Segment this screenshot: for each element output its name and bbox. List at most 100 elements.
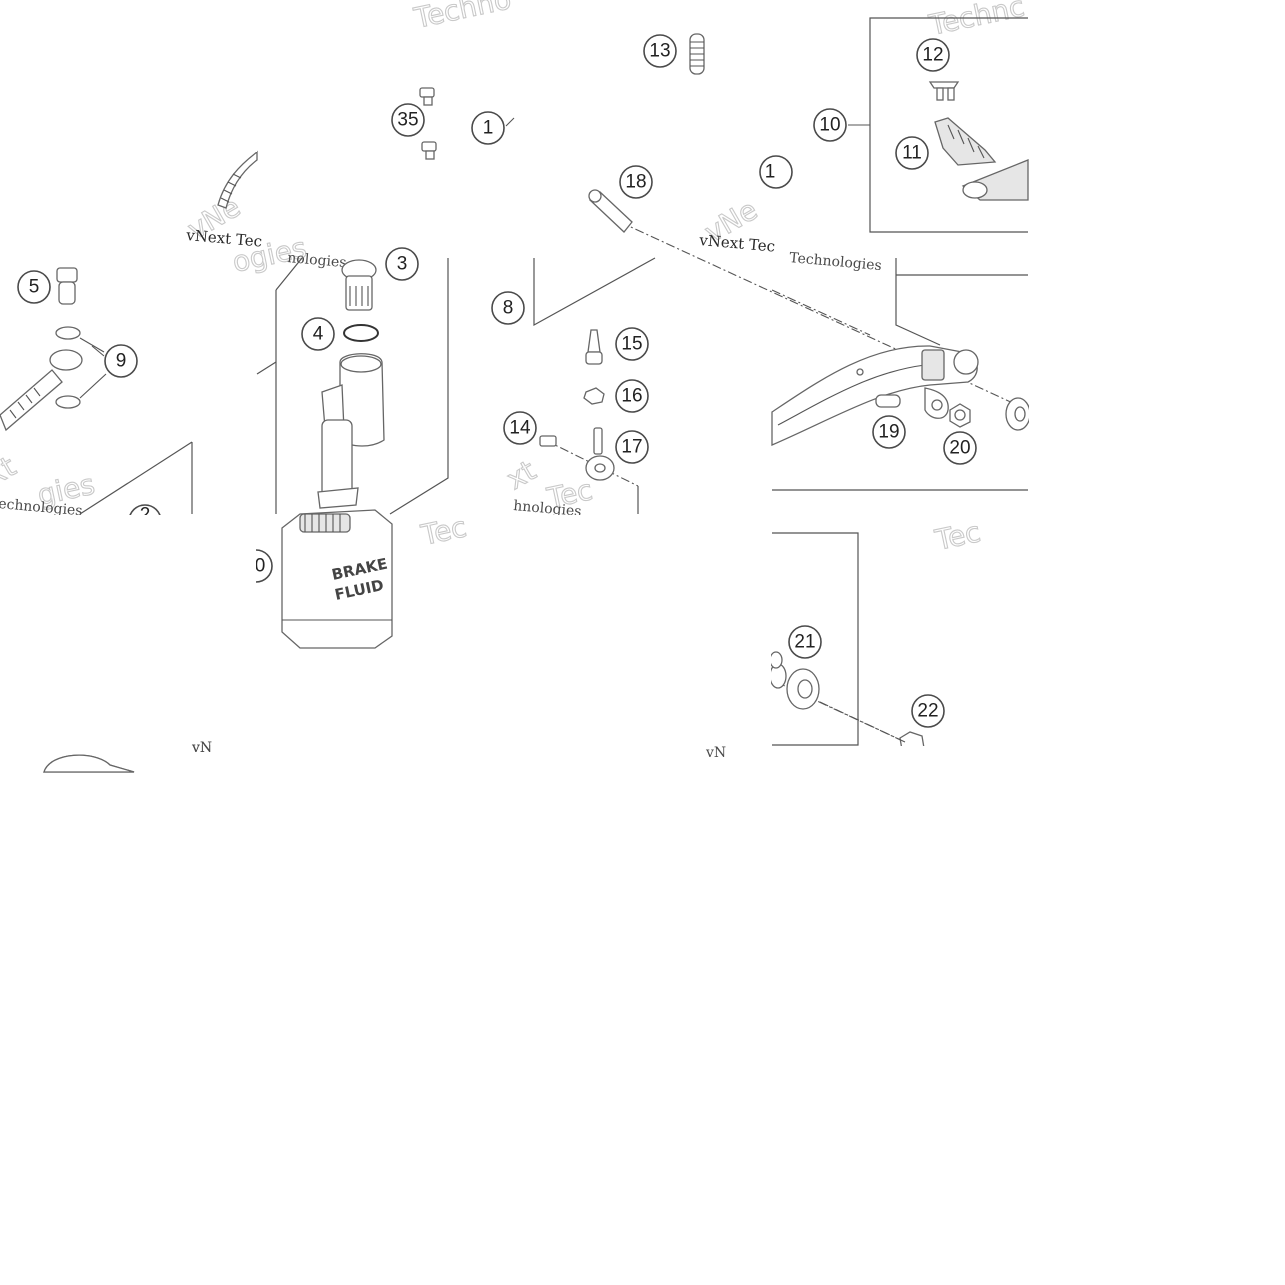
watermark-vn-left-top: vN bbox=[191, 740, 212, 756]
callout-19-label: 19 bbox=[878, 422, 899, 443]
bearing-part-21 bbox=[769, 651, 820, 710]
bleed-screw-part bbox=[585, 329, 603, 365]
mask-mid-right-strip bbox=[772, 746, 1029, 773]
callout-11: 11 bbox=[895, 136, 929, 170]
callout-5: 5 bbox=[17, 270, 51, 304]
watermark-tec-middle: Tec bbox=[418, 510, 470, 552]
callout-12-label: 12 bbox=[922, 45, 943, 66]
callout-8: 8 bbox=[491, 291, 525, 325]
callout-1: 1 bbox=[471, 111, 505, 145]
washer-part-right bbox=[1005, 397, 1031, 431]
pedal-box-left bbox=[533, 257, 656, 327]
callout-4-label: 4 bbox=[313, 324, 324, 345]
mask-top-left bbox=[0, 0, 257, 152]
nut-part-16 bbox=[583, 387, 605, 405]
banjo-bolt-part bbox=[56, 267, 78, 305]
callout-20: 20 bbox=[943, 431, 977, 465]
footpeg-part bbox=[961, 159, 1029, 201]
callout-5-label: 5 bbox=[29, 277, 40, 298]
callout-4: 4 bbox=[301, 317, 335, 351]
leader-9a bbox=[91, 345, 105, 357]
callout-3-label: 3 bbox=[397, 254, 408, 275]
watermark-tec-right: Tec bbox=[932, 515, 984, 557]
callout-3: 3 bbox=[385, 247, 419, 281]
mask-top-left-lower bbox=[0, 152, 180, 252]
callout-12: 12 bbox=[916, 38, 950, 72]
pedal-box-inner bbox=[895, 258, 941, 346]
callout-16: 16 bbox=[615, 379, 649, 413]
nut-part-20 bbox=[949, 403, 971, 428]
mask-mid-left-strip bbox=[256, 746, 513, 773]
leader-9-washer1 bbox=[79, 337, 105, 353]
spring-part bbox=[689, 33, 705, 75]
master-cylinder-part bbox=[317, 353, 385, 509]
pin-part-19 bbox=[875, 394, 901, 408]
callout-17: 17 bbox=[615, 430, 649, 464]
watermark-nologies-left: nologies bbox=[287, 250, 347, 271]
watermark-technc-top-right: Technc bbox=[926, 0, 1028, 42]
callout-17-label: 17 bbox=[621, 437, 642, 458]
watermark-vn-right-top: vN bbox=[705, 745, 726, 761]
o-ring-part bbox=[343, 324, 379, 342]
reservoir-cap-part bbox=[341, 259, 377, 311]
bearing-box bbox=[772, 532, 859, 746]
callout-10-label: 10 bbox=[819, 115, 840, 136]
callout-group: 1 3 4 5 7 8 9 10 11 12 13 14 15 16 17 18… bbox=[17, 34, 977, 728]
axis-bearing-right bbox=[819, 701, 906, 743]
callout-35: 35 bbox=[391, 103, 425, 137]
callout-14: 14 bbox=[503, 411, 537, 445]
screw-part-35 bbox=[419, 87, 437, 160]
lower-left-box-top bbox=[79, 441, 193, 515]
callout-18-label: 18 bbox=[625, 172, 646, 193]
callout-9: 9 bbox=[104, 344, 138, 378]
cap-fragment-top bbox=[43, 754, 135, 773]
callout-20-label: 20 bbox=[949, 438, 970, 459]
leader-9-washer2 bbox=[79, 373, 107, 399]
watermark-techno-top: Techno bbox=[411, 0, 514, 35]
watermark-hnologies-right: Technologies bbox=[789, 250, 883, 274]
callout-10: 10 bbox=[813, 108, 847, 142]
leader-lines bbox=[79, 117, 870, 399]
master-cylinder-box-top bbox=[275, 257, 303, 291]
callout-22-label: 22 bbox=[917, 701, 938, 722]
hose-box-edge bbox=[256, 361, 277, 375]
footpeg-plate-part bbox=[934, 117, 997, 166]
mask-mid-left bbox=[0, 515, 256, 745]
callout-1-partial: 1 bbox=[759, 155, 793, 189]
callout-13-label: 13 bbox=[649, 41, 670, 62]
bolt-fitting-part bbox=[539, 427, 615, 481]
bottom-watermarks: vN vN bbox=[43, 740, 726, 773]
callout-11-label: 11 bbox=[902, 143, 922, 164]
watermark-echnologies-left: echnologies bbox=[0, 496, 83, 519]
callout-22: 22 bbox=[911, 694, 945, 728]
callout-35-label: 35 bbox=[397, 110, 418, 131]
watermark-vnext-tec-right: vNext Tec bbox=[698, 231, 776, 256]
callout-8-label: 8 bbox=[503, 298, 514, 319]
mask-bottom bbox=[0, 773, 1285, 1285]
callout-16-label: 16 bbox=[621, 386, 642, 407]
mask-mid-gap bbox=[393, 660, 513, 746]
callout-15-label: 15 bbox=[621, 334, 642, 355]
banjo-fitting-part bbox=[0, 326, 83, 432]
pivot-bolt-part bbox=[588, 189, 633, 233]
lower-right-elements bbox=[819, 701, 906, 743]
axis-pedal-left bbox=[771, 289, 871, 336]
callout-14-label: 14 bbox=[509, 418, 531, 439]
master-cylinder-box-right bbox=[389, 258, 449, 515]
mask-mid-center-strip bbox=[513, 746, 771, 773]
screw-part-12 bbox=[928, 81, 960, 101]
brake-hose-part bbox=[217, 150, 258, 209]
watermark-vnext-tec-left: vNext Tec bbox=[185, 226, 263, 251]
callout-1-label: 1 bbox=[483, 118, 494, 139]
watermark-text-group: vNext Tec vNext Tec nologies Technologie… bbox=[0, 226, 882, 761]
callout-13: 13 bbox=[643, 34, 677, 68]
callout-30-label: 0 bbox=[255, 556, 266, 577]
callout-18: 18 bbox=[619, 165, 653, 199]
callout-9-label: 9 bbox=[116, 351, 127, 372]
brake-pedal-part bbox=[771, 345, 979, 446]
parts: BRAKE FLUID bbox=[0, 33, 1031, 773]
callout-21-label: 21 bbox=[794, 632, 815, 653]
watermark-xt-center: xt bbox=[501, 454, 541, 496]
brake-fluid-can-part: BRAKE FLUID bbox=[281, 509, 393, 649]
